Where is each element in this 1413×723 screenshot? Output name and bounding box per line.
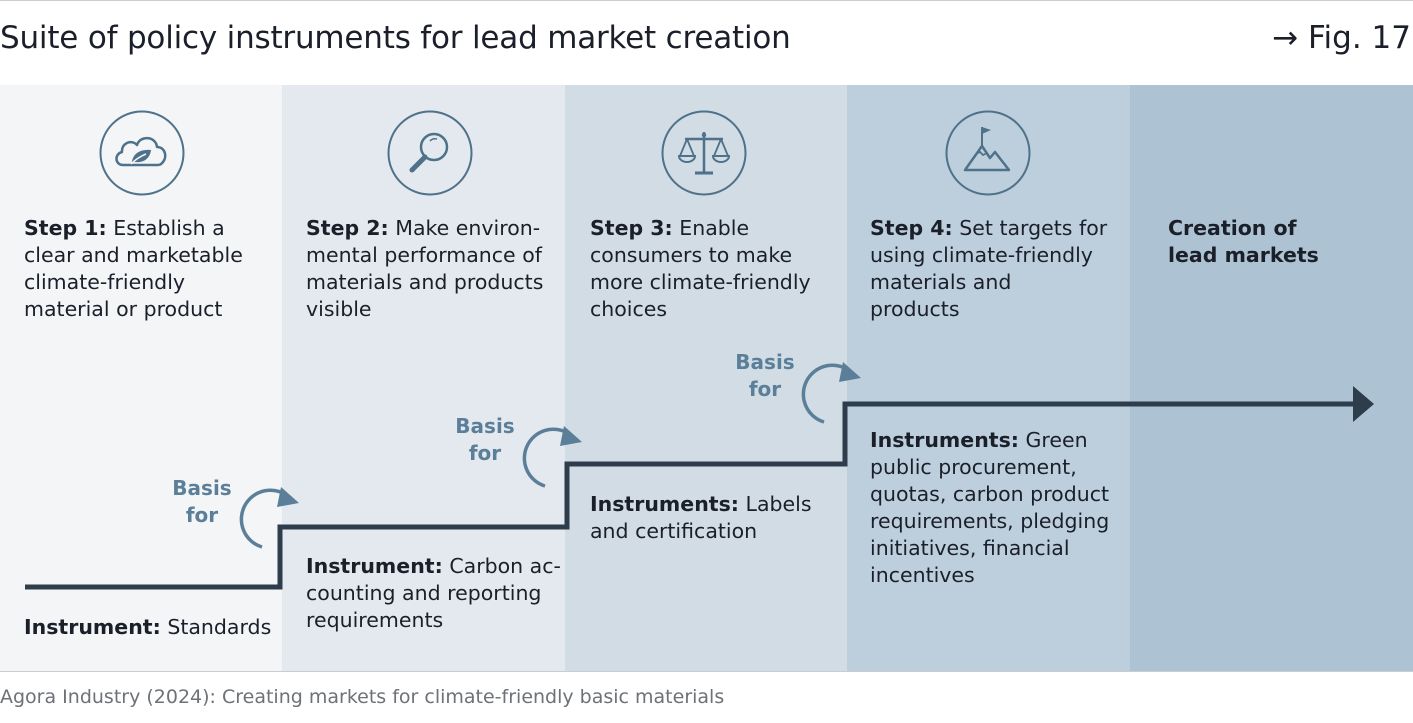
progress-arrowhead [1353, 386, 1374, 422]
top-rule [0, 0, 1413, 1]
basis-arrow-1 [239, 487, 299, 549]
column-step-1 [0, 85, 282, 671]
step-2-text: Step 2: Make environ- mental performance… [306, 216, 544, 321]
figure-number: → Fig. 17 [1272, 20, 1411, 56]
figure-title: Suite of policy instruments for lead mar… [0, 20, 791, 56]
scales-icon [661, 110, 747, 196]
step-4-text: Step 4: Set targets for using climate-fr… [870, 216, 1108, 321]
basis-arrow-3 [801, 362, 861, 424]
diagram-panel [0, 85, 1413, 671]
column-step-4 [847, 85, 1130, 671]
basis-arrow-2 [522, 426, 582, 488]
step-1-text: Step 1: Establish a clear and marketable… [24, 216, 243, 321]
instrument-2-text: Instrument: Carbon ac- counting and repo… [306, 554, 561, 632]
instrument-4-text: Instruments: Green public procurement, q… [870, 428, 1110, 587]
bottom-rule [0, 671, 1413, 672]
magnifier-icon [387, 110, 473, 196]
instrument-3-text: Instruments: Labels and certification [590, 492, 812, 543]
instrument-1-text: Instrument: Standards [24, 615, 272, 639]
cloud-leaf-icon [99, 110, 185, 196]
column-step-3 [565, 85, 847, 671]
column-step-2 [282, 85, 565, 671]
mountain-flag-icon [945, 110, 1031, 196]
lead-markets-text: Creation of lead markets [1168, 216, 1319, 267]
step-3-text: Step 3: Enable consumers to make more cl… [590, 216, 811, 321]
column-lead-markets [1130, 85, 1413, 671]
source-caption: Agora Industry (2024): Creating markets … [0, 686, 725, 708]
